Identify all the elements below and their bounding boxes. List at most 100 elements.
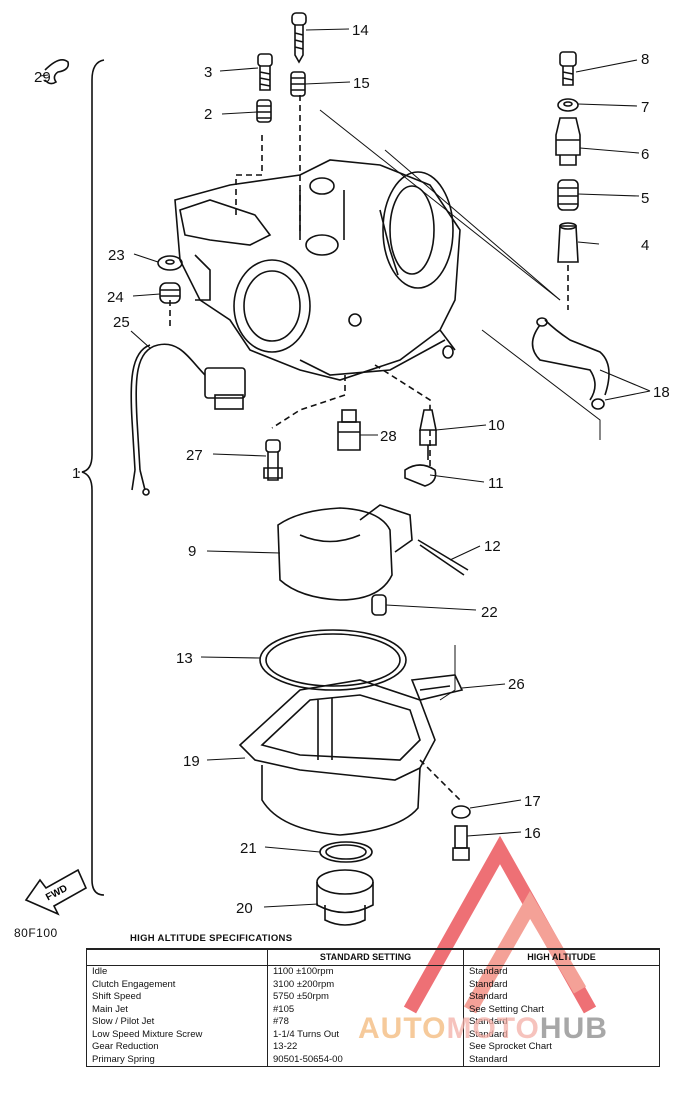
part-plunger-4 [557,222,579,263]
watermark-hub: HUB [539,1012,608,1045]
part-jet-27 [263,439,283,481]
part-screw-3 [257,53,273,91]
callout-29: 29 [34,69,51,86]
spec-standard-value: 3100 ±200rpm [267,978,464,991]
spec-item: Shift Speed [86,991,268,1004]
part-float-bowl-19 [238,679,436,836]
part-jet-28 [337,409,361,451]
part-clip-29 [44,59,70,85]
part-bracket-26 [410,674,464,701]
part-hose-18 [531,317,610,410]
spec-header-high-altitude: HIGH ALTITUDE [463,948,660,966]
callout-17: 17 [524,793,541,810]
spec-header-blank [86,948,268,966]
part-pin-12 [417,539,469,576]
watermark-text: AUTOMOTOHUB [358,1012,608,1046]
callout-13: 13 [176,650,193,667]
part-washer-23 [157,255,183,271]
spec-high-altitude-value: Standard [463,1053,660,1067]
callout-25: 25 [113,314,130,331]
callout-11: 11 [488,475,504,492]
spec-standard-value: 5750 ±50rpm [267,991,464,1004]
part-washer-17 [451,805,471,819]
part-screw-16 [452,825,470,861]
callout-7: 7 [641,99,649,116]
callout-10: 10 [488,417,505,434]
spec-high-altitude-value: Standard [463,1028,660,1041]
part-needle-valve-10 [419,409,437,460]
spec-standard-value: 90501-50654-00 [267,1053,464,1067]
callout-2: 2 [204,106,212,123]
part-o-ring-21 [319,841,373,863]
part-fitting-6 [555,117,581,166]
part-o-ring-13 [259,629,407,691]
callout-12: 12 [484,538,501,555]
spec-item: Clutch Engagement [86,978,268,991]
part-spring-2 [256,99,272,123]
callout-28: 28 [380,428,397,445]
spec-high-altitude-value: See Sprocket Chart [463,1041,660,1054]
callout-21: 21 [240,840,257,857]
callout-5: 5 [641,190,649,207]
watermark-auto: AUTO [358,1012,447,1045]
spec-high-altitude-value: See Setting Chart [463,1003,660,1016]
callout-24: 24 [107,289,124,306]
spec-item: Idle [86,965,268,979]
callout-1: 1 [72,465,80,482]
callout-18: 18 [653,384,670,401]
drawing-code: 80F100 [14,926,58,940]
spec-item: Slow / Pilot Jet [86,1016,268,1029]
spec-high-altitude-value: Standard [463,978,660,991]
spec-standard-value: 1100 ±100rpm [267,965,464,979]
callout-15: 15 [353,75,370,92]
spec-item: Low Speed Mixture Screw [86,1028,268,1041]
part-lead-wire-25 [130,343,246,496]
watermark-moto: MOTO [446,1012,540,1045]
spec-table-title: HIGH ALTITUDE SPECIFICATIONS [130,933,293,944]
part-float-9 [277,504,413,601]
callout-4: 4 [641,237,649,254]
spec-item: Primary Spring [86,1053,268,1067]
callout-22: 22 [481,604,498,621]
part-spring-24 [159,282,181,304]
part-plug-22 [371,594,387,616]
callout-3: 3 [204,64,212,81]
assembly-bracket [81,59,105,896]
part-washer-7 [557,98,579,112]
part-clip-11 [404,464,437,487]
spec-header-standard: STANDARD SETTING [267,948,464,966]
spec-item: Gear Reduction [86,1041,268,1054]
part-screw-8 [559,51,577,86]
callout-9: 9 [188,543,196,560]
part-spring-5 [557,179,579,211]
carburetor-body [174,159,461,381]
spec-item: Main Jet [86,1003,268,1016]
fwd-arrow-icon [24,868,88,916]
spec-high-altitude-value: Standard [463,1016,660,1029]
spec-high-altitude-value: Standard [463,991,660,1004]
callout-14: 14 [352,22,369,39]
callout-23: 23 [108,247,125,264]
part-drain-plug-20 [316,869,374,926]
callout-26: 26 [508,676,525,693]
callout-16: 16 [524,825,541,842]
callout-19: 19 [183,753,200,770]
callout-6: 6 [641,146,649,163]
callout-20: 20 [236,900,253,917]
callout-8: 8 [641,51,649,68]
spec-high-altitude-value: Standard [463,965,660,979]
part-spring-15 [290,71,306,97]
part-screw-14 [291,12,307,64]
callout-27: 27 [186,447,203,464]
